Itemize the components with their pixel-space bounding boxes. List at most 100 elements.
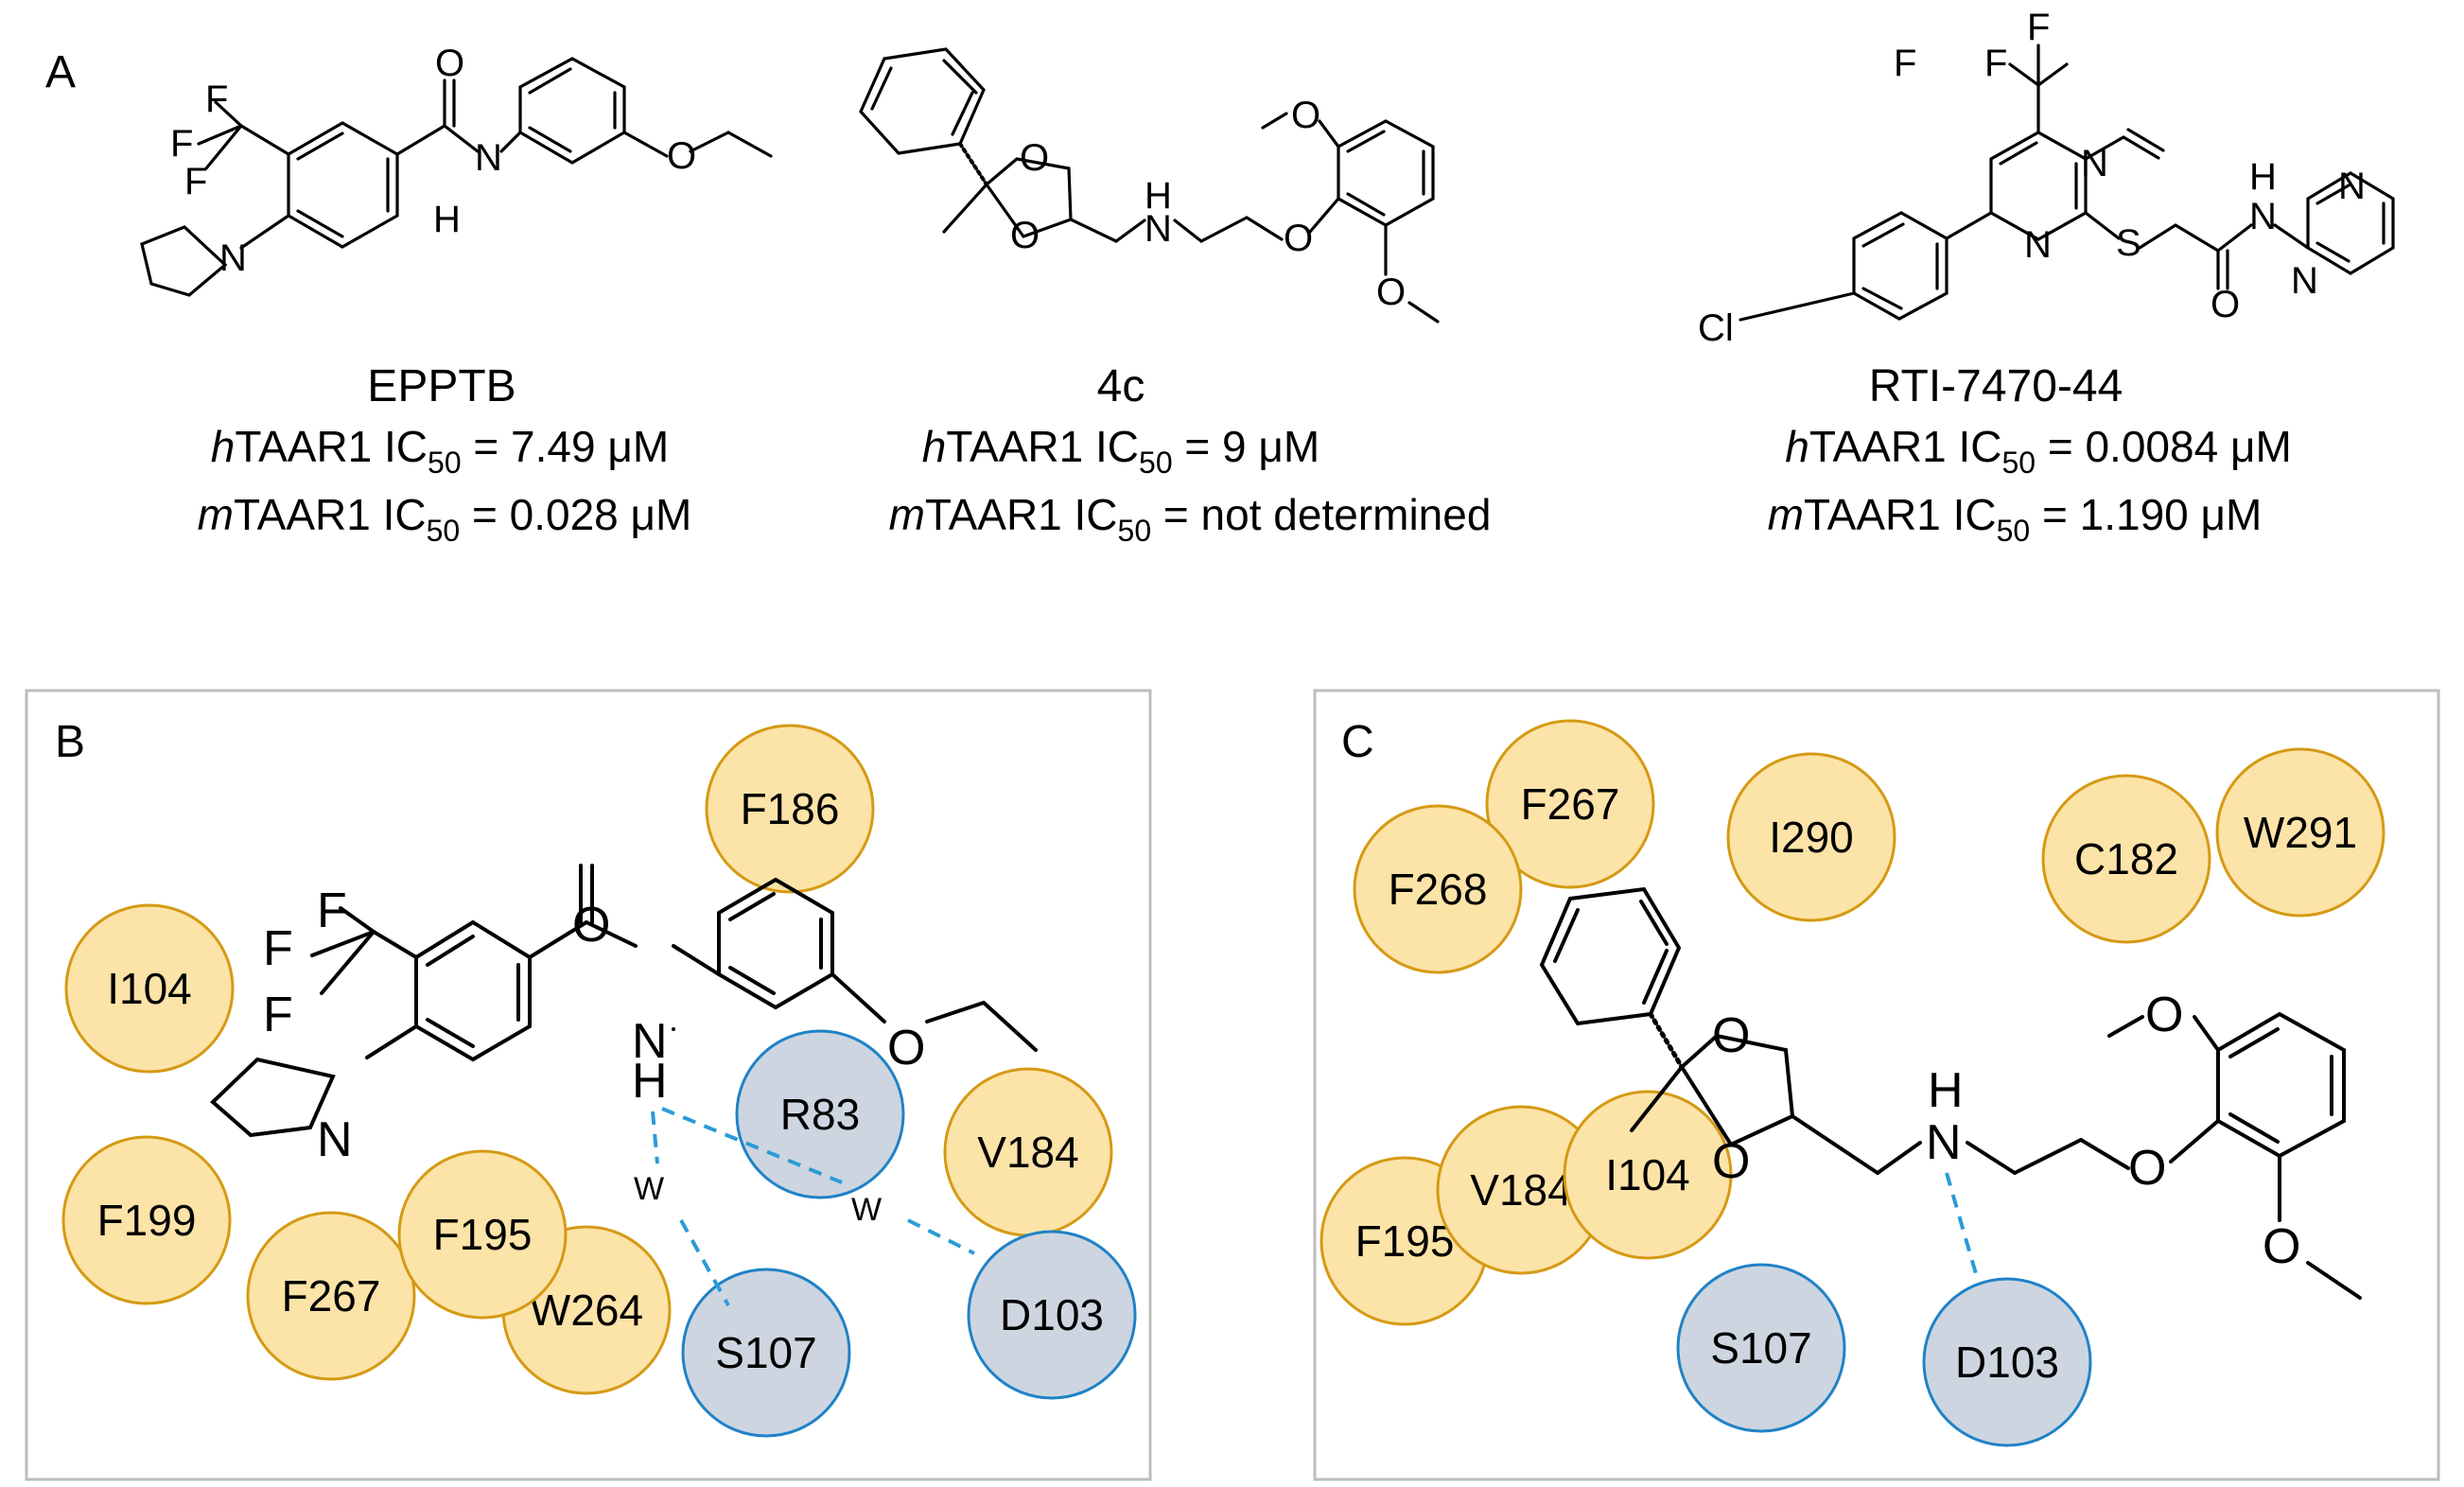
rti-atom-nm1: N — [2338, 166, 2366, 207]
resB-residue-circle-f199 — [61, 1135, 232, 1305]
rti-m-value: = 1.190 μM — [2030, 490, 2262, 539]
epptb-atom-o: O — [435, 43, 464, 84]
panel-b-phenyl-ring — [717, 877, 834, 1010]
resB-residue-circle-i104 — [64, 903, 235, 1074]
c4-atom-o3: O — [1284, 218, 1313, 259]
panel-b-pyrrolidine-ring — [210, 1057, 336, 1138]
epptb-m-prefix: m — [198, 490, 234, 539]
resC-residue-circle-s107 — [1676, 1263, 1846, 1433]
panel-b-atom-o: O — [572, 898, 610, 953]
rti-atom-nm2: N — [2291, 260, 2318, 302]
resB-residue-label-f195: F195 — [433, 1210, 533, 1259]
panel-c-atom-o4: O — [2145, 988, 2183, 1042]
resC-residue-label-f268: F268 — [1389, 865, 1488, 914]
c4-h-rest: TAAR1 IC — [946, 422, 1139, 471]
rti-htaar1: hTAAR1 IC50 = 0.0084 μM — [1785, 422, 2292, 480]
epptb-m-value: = 0.028 μM — [460, 490, 691, 539]
rti-mtaar1: mTAAR1 IC50 = 1.190 μM — [1768, 490, 2263, 548]
panel-a: A — [45, 7, 2395, 548]
panel-c-atom-o5: O — [2263, 1219, 2300, 1274]
c4-htaar1: hTAAR1 IC50 = 9 μM — [922, 422, 1319, 480]
panel-b-water-2: W — [851, 1192, 882, 1228]
panel-b-atom-f2: F — [263, 921, 293, 976]
panel-c-atom-o2: O — [1712, 1134, 1750, 1189]
epptb-mtaar1: mTAAR1 IC50 = 0.028 μM — [198, 490, 692, 548]
resC-residue-circle-w291 — [2215, 747, 2385, 918]
epptb-atom-f2: F — [170, 123, 193, 165]
panel-a-letter: A — [45, 47, 76, 97]
rti-atom-npy: N — [2024, 224, 2052, 266]
panel-b-hbond-water1-b — [679, 1219, 730, 1306]
resB-residue-label-s107: S107 — [715, 1328, 816, 1377]
resB-residue-label-f267: F267 — [282, 1271, 381, 1321]
rti-m-rest: TAAR1 IC — [1804, 490, 1997, 539]
c4-h-prefix: h — [922, 422, 947, 471]
rti-h-value: = 0.0084 μM — [2036, 422, 2292, 471]
resB-residue-circle-s107 — [681, 1268, 851, 1438]
panel-b-atom-h: H — [632, 1054, 668, 1109]
epptb-benzene-ring — [287, 121, 399, 249]
rti-atom-n: N — [2249, 196, 2277, 237]
c4-structure — [859, 47, 1440, 324]
rti-h-rest: TAAR1 IC — [1809, 422, 2002, 471]
resB-residue-circle-d103 — [967, 1230, 1137, 1400]
rti-structure — [1739, 44, 2395, 322]
resB-residue-label-d103: D103 — [1000, 1290, 1104, 1339]
panel-b-atom-f1: F — [317, 883, 347, 938]
rti-pyrimidine-ring — [2306, 171, 2395, 275]
c4-name: 4c — [1097, 361, 1145, 411]
resC-residue-label-s107: S107 — [1710, 1323, 1811, 1373]
panel-b-water-1: W — [634, 1171, 664, 1207]
rti-atom-o: O — [2211, 284, 2240, 325]
epptb-atom-o2: O — [667, 135, 696, 177]
epptb-atom-npyr: N — [219, 237, 247, 279]
epptb-m-sub: 50 — [427, 514, 461, 548]
resC-residue-label-w291: W291 — [2244, 808, 2357, 857]
resC-residue-label-i104: I104 — [1605, 1150, 1690, 1199]
resC-residue-circle-f268 — [1353, 804, 1523, 974]
panel-b-hbonds — [651, 1107, 975, 1306]
rti-atom-f3: F — [1984, 43, 2007, 84]
epptb-cf3-bond — [239, 124, 290, 156]
resC-residue-circle-d103 — [1922, 1277, 2092, 1447]
resC-residue-circle-f267 — [1485, 719, 1655, 889]
resB-residue-label-f199: F199 — [97, 1196, 197, 1245]
rti-chlorophenyl-ring — [1852, 211, 1948, 321]
panel-c-atom-labels: O O H N O O O — [1712, 988, 2300, 1274]
panel-b-ligand — [210, 864, 1038, 1138]
epptb-phenyl-ring — [518, 57, 626, 165]
panel-c-atom-n: N — [1926, 1115, 1962, 1170]
panel-c-border — [1313, 689, 2440, 1481]
panel-b-letter: B — [55, 717, 85, 767]
c4-dimethoxyphenyl-ring — [1337, 119, 1435, 227]
panel-c-atom-o3: O — [2128, 1141, 2166, 1196]
resC-residue-label-c182: C182 — [2074, 834, 2178, 883]
c4-atom-n: N — [1145, 208, 1172, 250]
resC-residue-label-f267: F267 — [1521, 779, 1620, 829]
resB-residue-label-f186: F186 — [741, 784, 840, 833]
panel-c-hbonds — [1945, 1172, 1979, 1278]
resC-residue-label-v184: V184 — [1470, 1165, 1571, 1215]
c4-h-sub: 50 — [1139, 446, 1173, 480]
panel-b-border — [25, 689, 1152, 1481]
resB-residue-circle-f267 — [246, 1211, 416, 1381]
c4-phenyl-ring — [859, 47, 986, 155]
c4-m-sub: 50 — [1118, 514, 1152, 548]
resB-residue-label-w264: W264 — [530, 1286, 643, 1335]
rti-name: RTI-7470-44 — [1869, 361, 2123, 411]
epptb-atom-n: N — [475, 137, 502, 179]
rti-atom-f2: F — [1894, 43, 1916, 84]
panel-b-atom-f3: F — [263, 988, 293, 1042]
c4-atom-o4: O — [1291, 95, 1320, 136]
epptb-pyrrolidine-ring — [140, 225, 228, 297]
panel-b-atom-n: N — [632, 1014, 668, 1069]
epptb-atom-f3: F — [184, 161, 207, 202]
rti-h-sub: 50 — [2001, 446, 2036, 480]
panel-c-hbond-d103 — [1945, 1172, 1979, 1278]
rti-h-prefix: h — [1785, 422, 1809, 471]
resB-residue-label-r83: R83 — [780, 1090, 860, 1139]
panel-c-dimethoxyphenyl-ring — [2216, 1011, 2346, 1159]
resC-residue-circle-i290 — [1726, 752, 1896, 922]
